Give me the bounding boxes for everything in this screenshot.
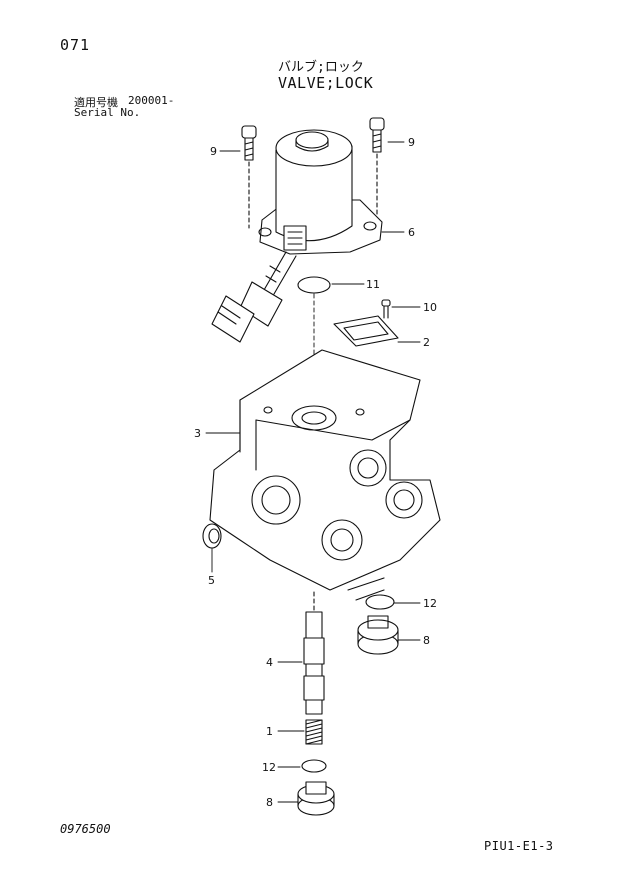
spool-4 (303, 591, 325, 715)
callout-3: 3 (194, 427, 201, 440)
bolt-right (369, 117, 385, 216)
page-number: 071 (60, 36, 91, 54)
screw-10 (381, 299, 391, 319)
callout-11: 11 (366, 278, 380, 291)
callout-9-left: 9 (210, 145, 217, 158)
sheet-code: PIU1-E1-3 (484, 839, 554, 853)
callout-2: 2 (423, 336, 430, 349)
plug-8-lower (297, 781, 335, 816)
callout-labels: 9 9 6 11 10 2 3 5 12 8 4 1 12 8 (194, 136, 437, 809)
serial-label-english: Serial No. (74, 106, 141, 119)
callout-4: 4 (266, 656, 273, 669)
spring-1 (305, 719, 323, 745)
serial-value: 200001- (128, 94, 175, 107)
callout-12-lower: 12 (262, 761, 276, 774)
callout-8-upper: 8 (423, 634, 430, 647)
solenoid-valve (258, 129, 383, 255)
document-number: 0976500 (60, 822, 111, 836)
bolt-left (241, 125, 257, 229)
callout-5: 5 (208, 574, 215, 587)
leader-lines (205, 141, 421, 803)
plate-2 (333, 315, 399, 347)
o-ring-12-upper (365, 594, 395, 610)
callout-12-upper: 12 (423, 597, 437, 610)
callout-6: 6 (408, 226, 415, 239)
callout-8-lower: 8 (266, 796, 273, 809)
wire-harness-connector (211, 251, 297, 343)
callout-1: 1 (266, 725, 273, 738)
title-english: VALVE;LOCK (278, 74, 374, 92)
o-ring-11 (297, 276, 331, 294)
o-ring-12-lower (301, 759, 327, 773)
callout-9-right: 9 (408, 136, 415, 149)
serial-label-japanese: 適用号機 (74, 96, 118, 109)
plug-8-upper (357, 615, 399, 655)
callout-10: 10 (423, 301, 437, 314)
washer-5 (202, 523, 222, 549)
title-japanese: バルブ;ロック (278, 60, 364, 75)
valve-body (209, 349, 441, 601)
